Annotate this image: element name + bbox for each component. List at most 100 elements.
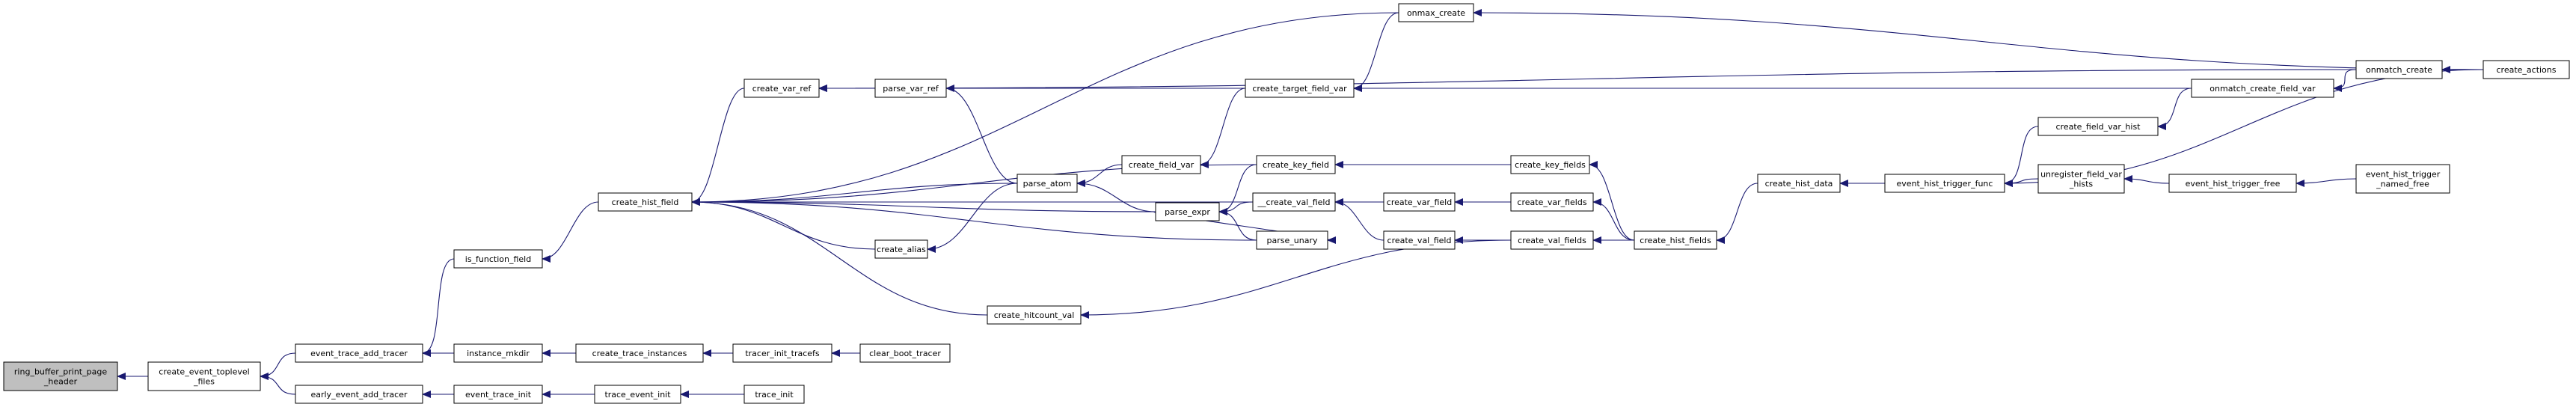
node-ti[interactable]: trace_init (743, 385, 805, 404)
node-box (1510, 155, 1590, 174)
node-label: create_event_toplevel (159, 367, 249, 377)
edge-pe-to-pa (1076, 180, 1156, 212)
node-pu[interactable]: parse_unary (1256, 230, 1328, 250)
edge-chfs-to-ckfs (1589, 161, 1635, 241)
edge-ca-to-chf (691, 198, 876, 250)
node-cti[interactable]: create_trace_instances (575, 343, 704, 363)
node-box (1383, 192, 1456, 212)
node-label: unregister_field_var (2040, 170, 2122, 180)
node-omc[interactable]: onmatch_create (2355, 60, 2443, 79)
node-box (743, 79, 820, 98)
node-label: instance_mkdir (467, 349, 530, 358)
node-box (1383, 230, 1456, 250)
node-cvlf[interactable]: create_val_field (1383, 230, 1456, 250)
node-label: create_alias (877, 245, 926, 254)
edge-cvr-to-chf (691, 88, 745, 206)
node-cbt[interactable]: clear_boot_tracer (859, 343, 951, 363)
edge-omc-to-cvr (818, 69, 2357, 92)
node-label: _named_free (2376, 180, 2429, 189)
node-box (453, 343, 543, 363)
node-cfvh[interactable]: create_field_var_hist (2037, 117, 2159, 136)
edge-cfv-to-pa (1076, 164, 1123, 187)
node-ehtnf[interactable]: event_hist_trigger_named_free (2355, 164, 2450, 194)
node-pa[interactable]: parse_atom (1016, 174, 1078, 193)
node-label: tracer_init_tracefs (745, 349, 820, 358)
node-box (575, 343, 704, 363)
node-cfv[interactable]: create_field_var (1121, 155, 1201, 174)
node-im[interactable]: instance_mkdir (453, 343, 543, 363)
node-etat[interactable]: event_trace_add_tracer (295, 343, 423, 363)
node-ca[interactable]: create_alias (874, 239, 928, 259)
edge-omc-to-ocfv (2333, 69, 2357, 92)
node-box (594, 385, 681, 404)
node-ocfv[interactable]: onmatch_create_field_var (2191, 79, 2334, 98)
node-ufvh[interactable]: unregister_field_var_hists (2037, 164, 2125, 194)
node-titi[interactable]: tracer_init_tracefs (732, 343, 832, 363)
node-iff[interactable]: is_function_field (453, 249, 543, 269)
node-label: parse_unary (1267, 236, 1318, 245)
node-cact[interactable]: create_actions (2483, 60, 2570, 79)
node-ckfs[interactable]: create_key_fields (1510, 155, 1590, 174)
node-label: create_hist_field (612, 198, 679, 207)
node-chfs[interactable]: create_hist_fields (1634, 230, 1717, 250)
node-label: create_target_field_var (1252, 84, 1347, 94)
node-ehtf[interactable]: event_hist_trigger_func (1884, 174, 2005, 193)
node-cetf[interactable]: create_event_toplevel_files (147, 361, 261, 391)
node-rbpph[interactable]: ring_buffer_print_page_header (3, 361, 118, 391)
node-chv[interactable]: create_hitcount_val (987, 305, 1082, 325)
node-label: event_hist_trigger_func (1897, 179, 1993, 189)
node-box (295, 385, 423, 404)
node-label: create_val_fields (1518, 236, 1586, 245)
node-label: trace_event_init (604, 390, 671, 400)
node-box (1121, 155, 1201, 174)
node-box (1884, 174, 2005, 193)
node-eti[interactable]: event_trace_init (453, 385, 543, 404)
edge-chf-to-iff (542, 201, 599, 263)
node-label: create_hitcount_val (994, 310, 1075, 320)
node-label: trace_init (755, 390, 794, 400)
node-chf[interactable]: create_hist_field (598, 192, 693, 212)
node-box (453, 249, 543, 269)
node-pvr[interactable]: parse_var_ref (874, 79, 947, 98)
node-box (732, 343, 832, 363)
node-label: onmax_create (1407, 8, 1465, 18)
node-eeat[interactable]: early_event_add_tracer (295, 385, 423, 404)
node-box (1256, 155, 1336, 174)
edge-cfvh-to-ehtf (2004, 126, 2039, 187)
node-label: _header (43, 377, 78, 387)
node-label: parse_var_ref (883, 84, 939, 94)
node-label: parse_atom (1023, 179, 1072, 189)
node-_cvf[interactable]: __create_val_field (1252, 192, 1336, 212)
node-box (598, 192, 693, 212)
node-cvafs[interactable]: create_var_fields (1510, 192, 1594, 212)
node-cvr[interactable]: create_var_ref (743, 79, 820, 98)
edge-ocfv-to-cfvh (2157, 88, 2192, 130)
node-label: onmatch_create (2366, 65, 2432, 75)
node-label: create_field_var_hist (2056, 122, 2141, 132)
node-tei[interactable]: trace_event_init (594, 385, 681, 404)
node-cvaf[interactable]: create_var_field (1383, 192, 1456, 212)
node-chd[interactable]: create_hist_data (1757, 174, 1841, 193)
node-label: ring_buffer_print_page (14, 367, 107, 377)
node-box (147, 361, 261, 391)
node-label: clear_boot_tracer (869, 349, 941, 358)
edge-ckf-to-pe (1218, 164, 1257, 215)
node-label: create_var_field (1387, 198, 1452, 207)
node-label: is_function_field (465, 254, 531, 264)
node-label: create_hist_data (1765, 179, 1833, 189)
node-label: create_key_fields (1515, 160, 1586, 170)
node-cvlfs[interactable]: create_val_fields (1510, 230, 1594, 250)
node-label: create_field_var (1129, 160, 1195, 170)
edge-iff-to-etat (422, 258, 455, 357)
node-ehtfree[interactable]: event_hist_trigger_free (2168, 174, 2297, 193)
node-label: __create_val_field (1257, 198, 1331, 207)
node-ckf[interactable]: create_key_field (1256, 155, 1336, 174)
node-oc[interactable]: onmax_create (1398, 3, 1474, 22)
node-box (743, 385, 805, 404)
node-pe[interactable]: parse_expr (1155, 202, 1220, 221)
node-box (1757, 174, 1841, 193)
node-box (1256, 230, 1328, 250)
node-ctfv[interactable]: create_target_field_var (1245, 79, 1355, 98)
node-box (987, 305, 1082, 325)
